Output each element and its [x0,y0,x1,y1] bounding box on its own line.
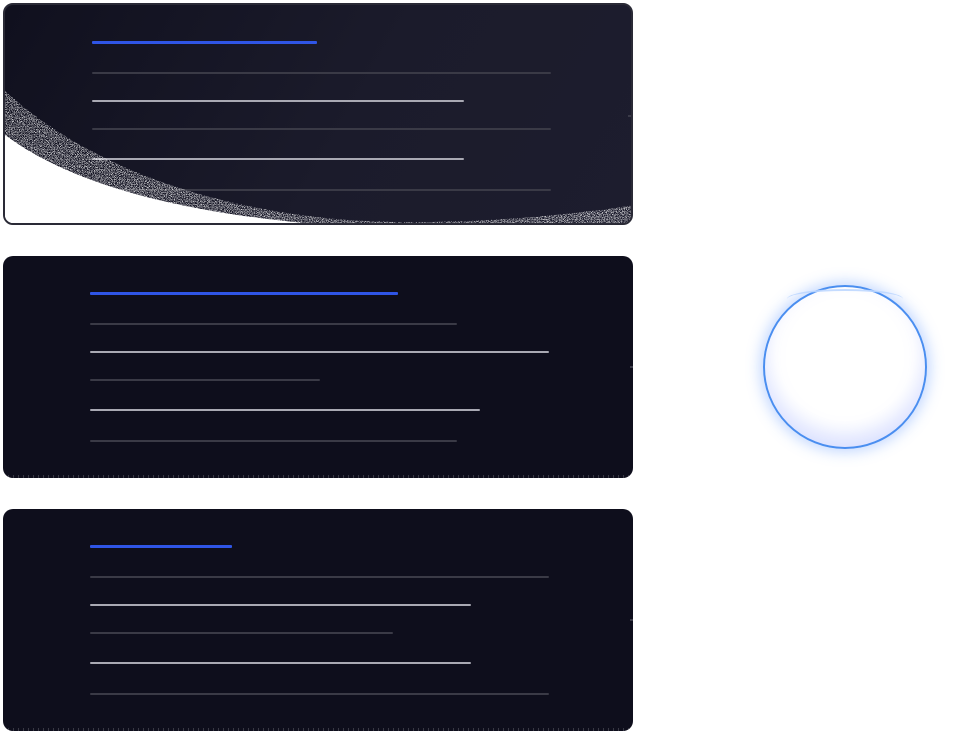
glowing-circle-icon [763,285,927,449]
skeleton-line-bright [90,351,549,353]
card-2-speckle [3,475,633,478]
skeleton-line-accent [92,41,317,44]
card-1-edge-mark [628,115,631,117]
skeleton-line-bright [92,158,464,160]
skeleton-card-2 [3,256,633,478]
skeleton-card-3 [3,509,633,731]
skeleton-line-dim [90,693,549,695]
card-3-speckle [3,728,633,731]
skeleton-line-dim [92,189,551,191]
skeleton-line-dim [92,128,551,130]
dissolve-sweep [5,91,631,223]
skeleton-line-bright [90,409,480,411]
skeleton-line-bright [92,100,464,102]
skeleton-line-dim [92,72,551,74]
skeleton-line-accent [90,545,232,548]
skeleton-line-bright [90,662,471,664]
skeleton-line-dim [90,576,549,578]
skeleton-line-dim [90,632,393,634]
skeleton-card-1 [3,3,633,225]
skeleton-line-accent [90,292,398,295]
card-3-edge-mark [630,619,633,621]
skeleton-line-dim [90,323,457,325]
skeleton-line-dim [90,440,457,442]
skeleton-line-bright [90,604,471,606]
skeleton-line-dim [90,379,320,381]
card-2-edge-mark [630,366,633,368]
orb-highlight [787,289,903,309]
